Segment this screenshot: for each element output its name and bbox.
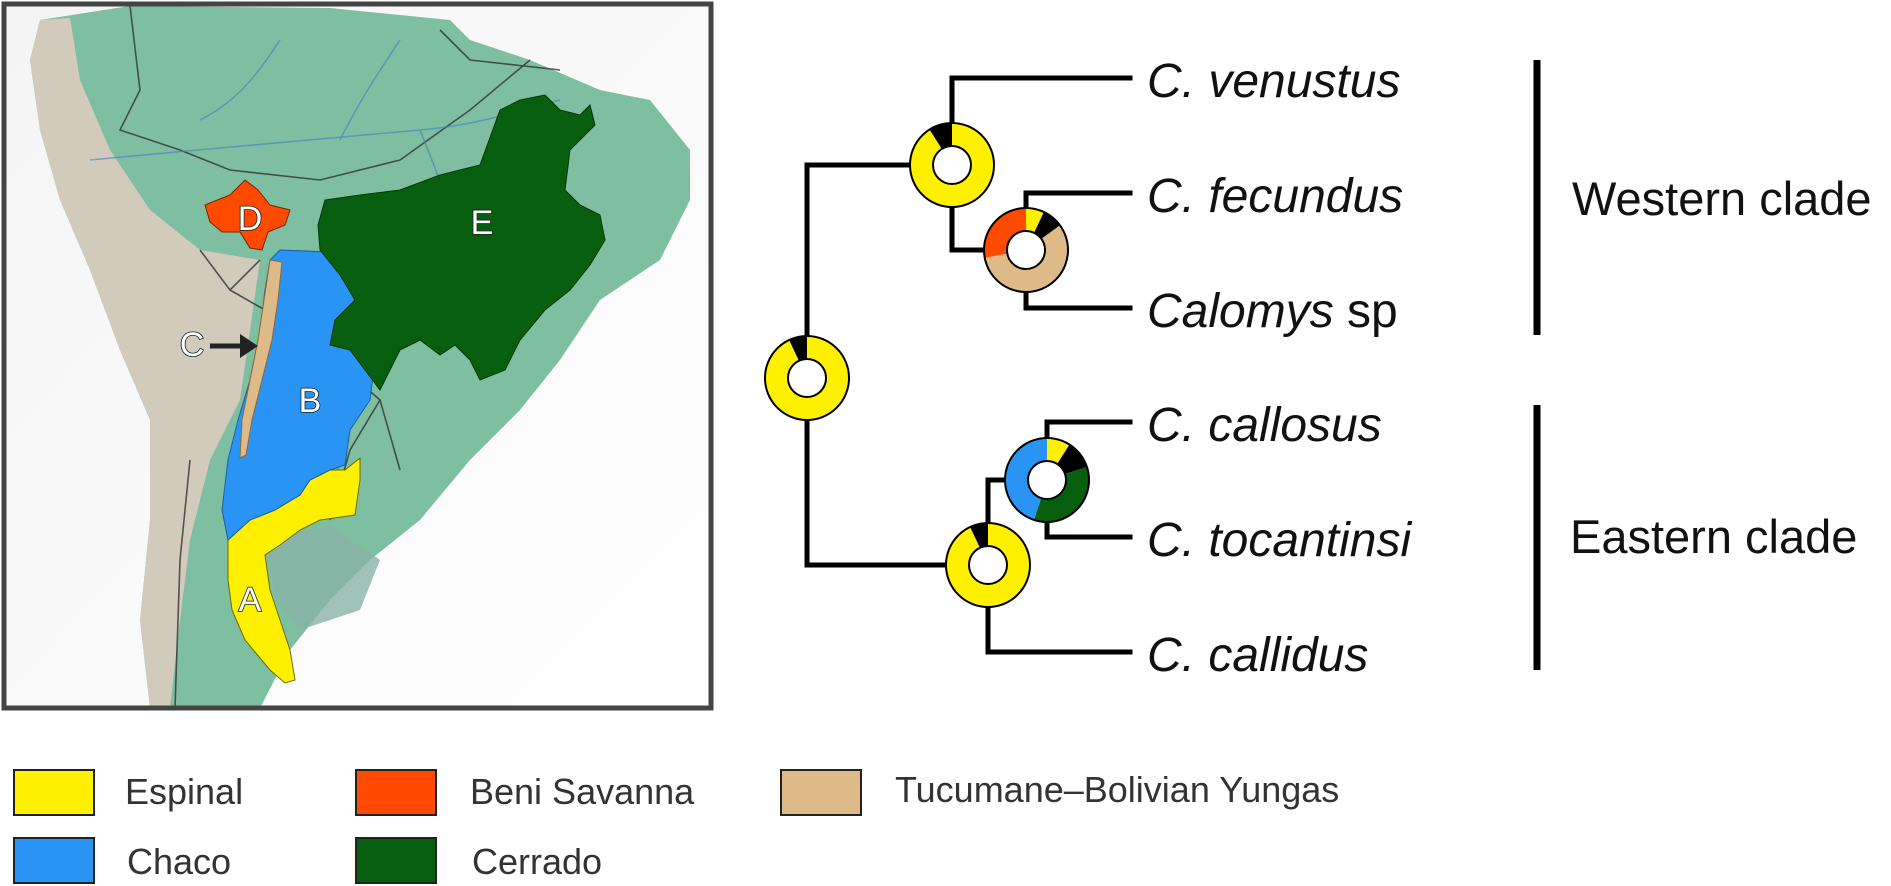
taxon-venustus: C. venustus — [1147, 55, 1400, 108]
ring-outline — [909, 122, 995, 208]
ring-outline — [945, 522, 1031, 608]
phylogenetic-tree: C. venustus C. fecundus Calomys sp C. ca… — [764, 55, 1872, 682]
tree-branch-root — [804, 162, 988, 568]
legend-swatch-beni — [355, 769, 437, 816]
node-ring-western-crown — [909, 122, 995, 208]
region-cerrado — [317, 94, 606, 391]
legend-label-beni: Beni Savanna — [470, 771, 695, 812]
legend-item-cerrado: Cerrado — [355, 837, 602, 884]
south-america-map: A B C D E — [1, 1, 714, 711]
taxon-fecundus: C. fecundus — [1147, 170, 1403, 223]
legend-item-beni: Beni Savanna — [355, 769, 695, 816]
legend: Espinal Beni Savanna Tucumane–Bolivian Y… — [13, 769, 1339, 884]
ring-outline — [983, 207, 1069, 293]
western-clade-label: Western clade — [1572, 172, 1872, 225]
legend-swatch-espinal — [13, 769, 95, 816]
ancestral-state-rings — [764, 122, 1090, 608]
node-ring-root — [764, 335, 850, 421]
region-yungas — [239, 259, 283, 459]
ring-hole — [1027, 460, 1067, 500]
node-ring-fecundus-calomys — [983, 207, 1069, 293]
taxon-calomys-sp: Calomys sp — [1147, 285, 1398, 338]
arrow-icon — [210, 334, 258, 358]
map-frame — [1, 1, 714, 711]
taxon-callosus: C. callosus — [1147, 399, 1382, 452]
legend-label-espinal: Espinal — [125, 771, 243, 812]
legend-item-chaco: Chaco — [13, 837, 231, 884]
ring-slice-chaco — [1004, 438, 1047, 520]
region-beni — [204, 179, 291, 251]
taxon-callidus: C. callidus — [1147, 629, 1368, 682]
legend-item-espinal: Espinal — [13, 769, 243, 816]
node-ring-callosus-tocantinsi — [1004, 437, 1090, 523]
region-label-b: B — [299, 382, 322, 420]
legend-label-cerrado: Cerrado — [472, 841, 602, 882]
ring-hole — [1006, 230, 1046, 270]
taxon-tocantinsi: C. tocantinsi — [1147, 514, 1412, 567]
legend-label-chaco: Chaco — [127, 841, 231, 882]
andes-highlands — [30, 18, 260, 708]
legend-swatch-yungas — [780, 769, 862, 816]
ring-hole — [932, 145, 972, 185]
region-label-e: E — [471, 204, 494, 242]
legend-swatch-cerrado — [355, 837, 437, 884]
ring-outline — [764, 335, 850, 421]
legend-label-yungas: Tucumane–Bolivian Yungas — [895, 769, 1339, 810]
region-label-d: D — [238, 200, 263, 238]
node-ring-eastern-crown — [945, 522, 1031, 608]
legend-swatch-chaco — [13, 837, 95, 884]
region-label-a: A — [239, 581, 262, 619]
region-label-c: C — [180, 326, 205, 364]
ring-hole — [787, 358, 827, 398]
estuary — [265, 525, 380, 630]
ring-outline — [1004, 437, 1090, 523]
legend-item-yungas: Tucumane–Bolivian Yungas — [780, 769, 1339, 816]
eastern-clade-label: Eastern clade — [1570, 510, 1857, 563]
ring-hole — [968, 545, 1008, 585]
